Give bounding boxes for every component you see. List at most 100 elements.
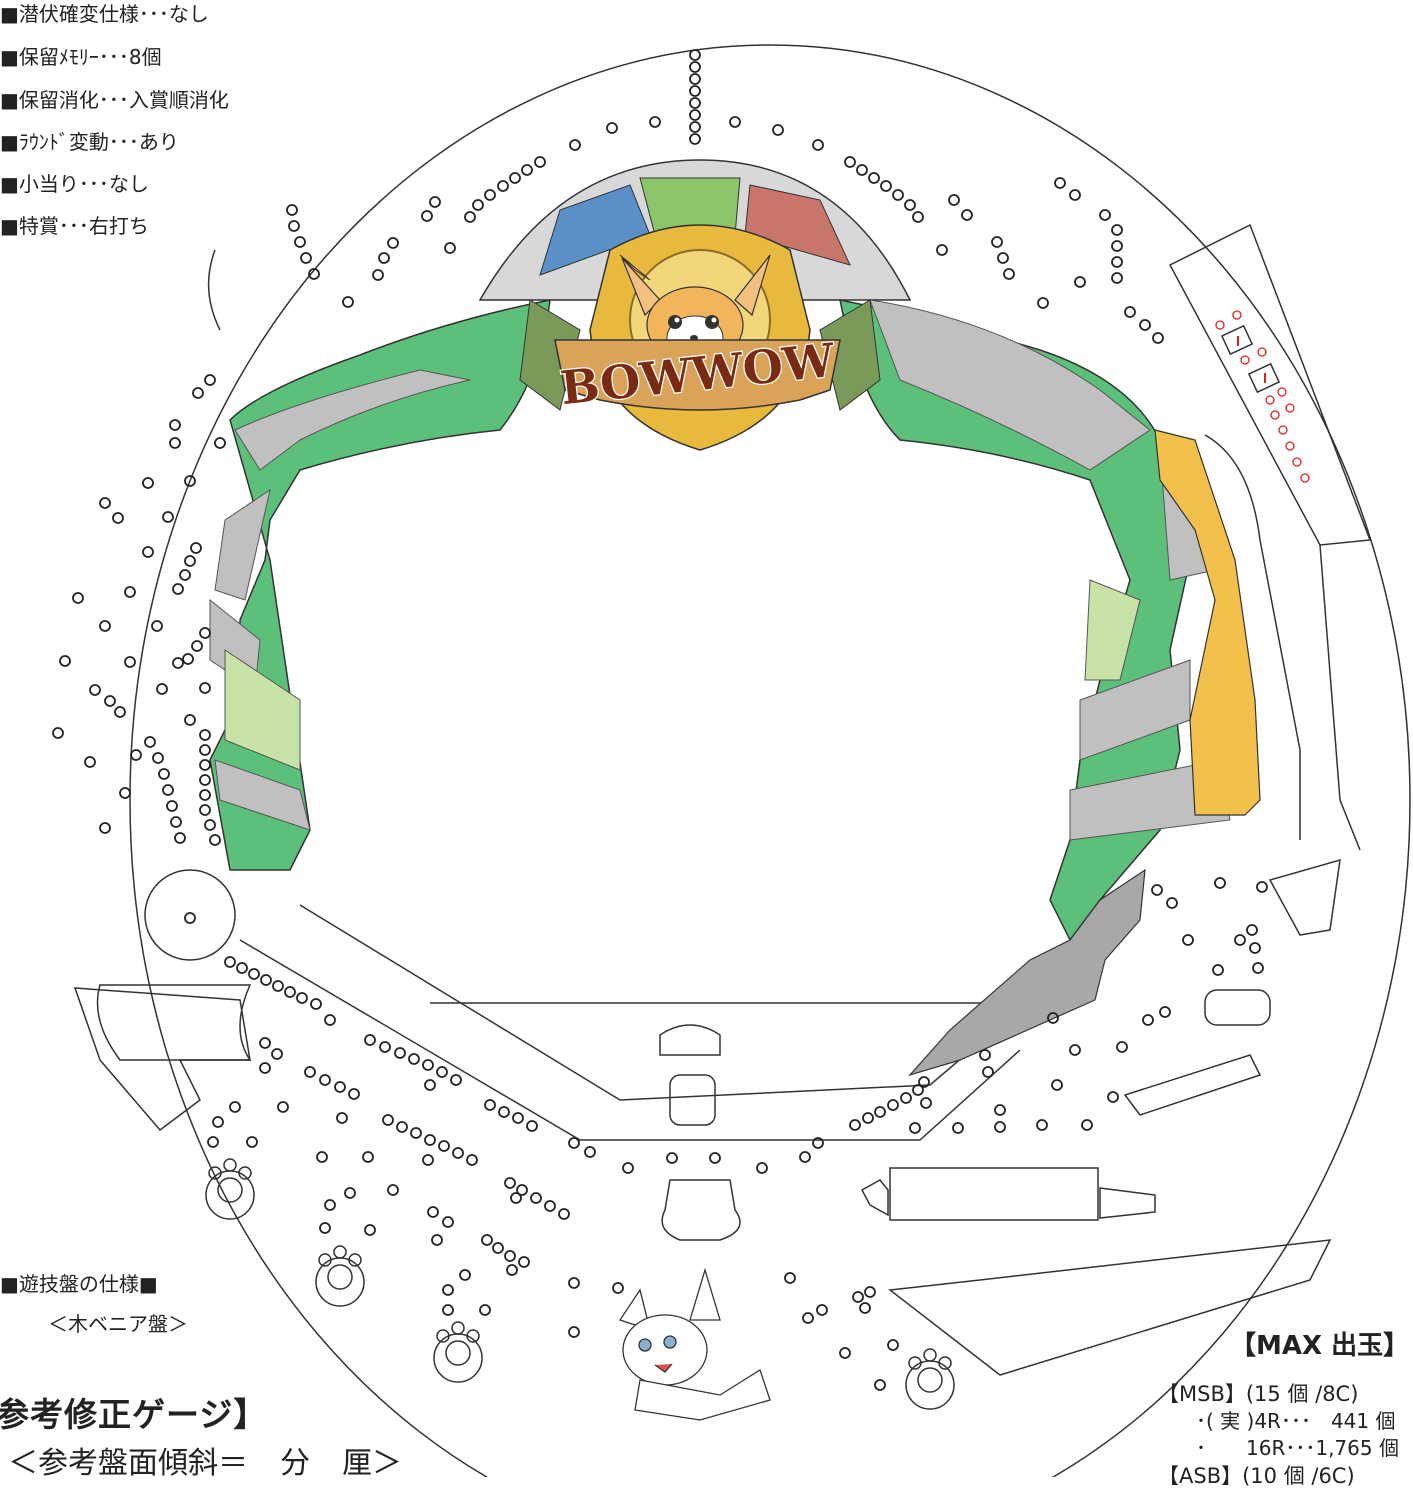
nail — [689, 121, 701, 133]
nail — [492, 1242, 504, 1254]
nail — [756, 1162, 768, 1174]
nail — [874, 1379, 886, 1391]
nail — [849, 1119, 861, 1131]
nail — [612, 1282, 624, 1294]
nail — [689, 73, 701, 85]
board-spec-title: ■遊技盤の仕様■ — [0, 1272, 158, 1296]
nail — [666, 1152, 678, 1164]
spec-item: ■特賞･･･右打ち — [0, 214, 149, 238]
nail — [310, 998, 322, 1010]
nail — [271, 1048, 283, 1060]
nail — [444, 242, 456, 254]
left-pocket — [73, 987, 251, 1132]
nail — [1111, 224, 1123, 236]
nail — [1047, 1012, 1059, 1024]
nail — [948, 194, 960, 206]
nail — [534, 156, 546, 168]
incline-unit-min: 分 — [280, 1446, 310, 1481]
nail — [300, 252, 312, 264]
nail — [424, 1134, 436, 1146]
nail — [544, 1200, 556, 1212]
nail — [387, 237, 399, 249]
nail — [199, 682, 211, 694]
puppy-icon — [618, 1267, 771, 1421]
nail — [277, 1101, 289, 1113]
incline-text: ＜参考盤面傾斜＝ — [8, 1446, 248, 1481]
nail — [190, 542, 202, 554]
nail — [509, 172, 521, 184]
nail — [84, 756, 96, 768]
nail — [442, 1216, 454, 1228]
nail — [204, 819, 216, 831]
nail — [952, 1122, 964, 1134]
nail — [151, 620, 163, 632]
nail — [438, 1140, 450, 1152]
center-frame — [209, 159, 1261, 1077]
nail — [130, 749, 142, 761]
nail — [172, 657, 184, 669]
nail — [772, 124, 784, 136]
nail — [497, 180, 509, 192]
nail — [162, 784, 174, 796]
nail — [362, 1151, 374, 1163]
nail — [812, 139, 824, 151]
nail — [518, 1256, 530, 1268]
asb-title: 【ASB】(10 個 /6C) — [1158, 1464, 1355, 1488]
nail — [1051, 1079, 1063, 1091]
nail — [466, 1154, 478, 1166]
nail — [512, 1112, 524, 1124]
nail — [862, 1112, 874, 1124]
nail — [336, 1112, 348, 1124]
incline-unit-rin: 厘＞ — [342, 1446, 402, 1481]
nail — [450, 1074, 462, 1086]
nail — [892, 189, 904, 201]
start-pocket — [669, 1074, 716, 1126]
nail — [259, 1062, 271, 1074]
nail — [246, 1136, 258, 1148]
nail — [59, 655, 71, 667]
nail — [1081, 1119, 1093, 1131]
nail — [729, 116, 741, 128]
nail — [920, 1097, 932, 1109]
nail — [568, 1326, 580, 1338]
nail — [689, 85, 701, 97]
nail — [199, 774, 211, 786]
nail — [378, 252, 390, 264]
yellow-rail — [1154, 429, 1261, 816]
nail — [802, 1312, 814, 1324]
nail — [348, 1088, 360, 1100]
nail — [1099, 209, 1111, 221]
logo: BOWWOW — [554, 331, 841, 417]
right-inner-rail — [1204, 434, 1301, 840]
nail — [272, 980, 284, 992]
nail — [427, 1206, 439, 1218]
nail — [199, 744, 211, 756]
nail — [316, 1151, 328, 1163]
nail — [209, 834, 221, 846]
nail — [1182, 934, 1194, 946]
nail — [199, 804, 211, 816]
nail — [1037, 297, 1049, 309]
nail — [1246, 924, 1258, 936]
nail — [422, 1154, 434, 1166]
nail — [442, 1304, 454, 1316]
tulip-pocket — [661, 1179, 741, 1241]
nail — [994, 1104, 1006, 1116]
nail — [174, 832, 186, 844]
nail — [606, 122, 618, 134]
nail — [909, 1122, 921, 1134]
nail — [119, 787, 131, 799]
nail — [199, 627, 211, 639]
bottom-guide — [239, 904, 1031, 1141]
nail — [816, 1304, 828, 1316]
nail — [184, 475, 196, 487]
nail — [184, 714, 196, 726]
nail — [961, 209, 973, 221]
nail — [1069, 1044, 1081, 1056]
nail — [568, 1137, 580, 1149]
nail — [997, 252, 1009, 264]
nail — [248, 968, 260, 980]
board-outline — [129, 44, 1411, 1477]
nail — [689, 49, 701, 61]
